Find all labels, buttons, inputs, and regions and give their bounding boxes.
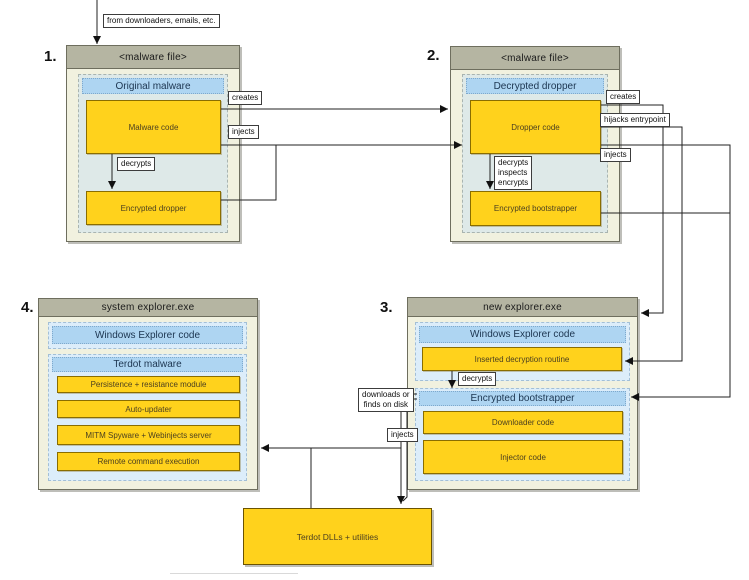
box2-section-title: Decrypted dropper	[466, 78, 604, 94]
box4-section2-title: Terdot malware	[52, 357, 243, 372]
box4-section1-title: Windows Explorer code	[52, 326, 243, 344]
process-label-encrypts: encrypts	[498, 178, 529, 187]
creates-label-box1: creates	[228, 91, 263, 105]
injects-label-box1: injects	[228, 125, 259, 139]
process-label-box2: decrypts inspects encrypts	[494, 156, 533, 190]
wire-dropper-join-injects	[221, 145, 277, 201]
process-label-decrypts: decrypts	[498, 158, 529, 167]
source-label: from downloaders, emails, etc.	[103, 14, 220, 28]
encrypted-dropper-box: Encrypted dropper	[86, 191, 221, 225]
box1-title: <malware file>	[67, 46, 239, 69]
malware-code-box: Malware code	[86, 100, 221, 154]
box4-number: 4.	[21, 299, 34, 316]
wire-hijacks-box2-box3	[601, 126, 683, 365]
wire-creates-box2-box3	[601, 104, 664, 317]
box2-number: 2.	[427, 47, 440, 64]
box3-number: 3.	[380, 299, 393, 316]
wire-downloads-parallel	[402, 398, 417, 502]
downloader-code-box: Downloader code	[423, 411, 623, 434]
injects-label-box2: injects	[600, 148, 631, 162]
creates-label-box2: creates	[606, 90, 641, 104]
bottom-artifact-line	[170, 573, 298, 574]
injector-code-box: Injector code	[423, 440, 623, 474]
box1-number: 1.	[44, 48, 57, 65]
dropper-code-box: Dropper code	[470, 100, 601, 154]
box4-title: system explorer.exe	[39, 299, 257, 317]
box2-title: <malware file>	[451, 47, 619, 70]
hijacks-entrypoint-label: hijacks entrypoint	[600, 113, 670, 127]
module-auto-updater: Auto-updater	[57, 400, 240, 418]
box3-title: new explorer.exe	[408, 298, 637, 317]
wire-injects-box2-box3	[601, 144, 731, 401]
box3-section2-title: Encrypted bootstrapper	[419, 391, 626, 406]
process-label-inspects: inspects	[498, 168, 528, 177]
decrypts-label-box3: decrypts	[458, 372, 497, 386]
injects-label-box3: injects	[387, 428, 418, 442]
encrypted-bootstrapper-box2: Encrypted bootstrapper	[470, 191, 601, 226]
downloads-label-line2: finds on disk	[363, 400, 409, 409]
box3-section1-title: Windows Explorer code	[419, 326, 626, 343]
downloads-label: downloads or finds on disk	[358, 388, 414, 412]
module-persistence: Persistence + resistance module	[57, 376, 240, 393]
box1-section-title: Original malware	[82, 78, 224, 94]
decrypts-label-box1: decrypts	[117, 157, 156, 171]
module-remote-command: Remote command execution	[57, 452, 240, 471]
inserted-decryption-routine-box: Inserted decryption routine	[422, 347, 622, 371]
module-mitm-spyware: MITM Spyware + Webinjects server	[57, 425, 240, 445]
downloads-label-line1: downloads or	[362, 390, 410, 399]
terdot-dlls-box: Terdot DLLs + utilities	[243, 508, 432, 565]
